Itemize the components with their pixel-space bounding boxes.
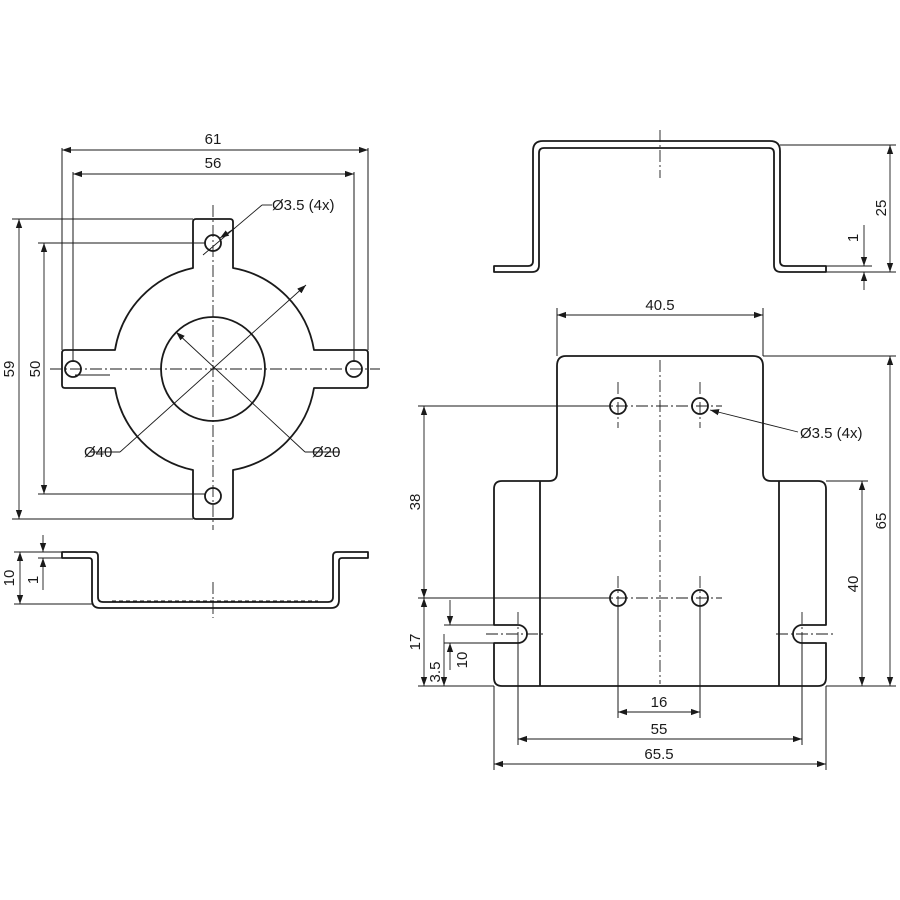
front-hole-leader-arrow [219, 227, 236, 239]
bracket-hole-leader [709, 409, 799, 433]
front-plate-view: Ø40 Ø20 Ø3.5 (4x) 61 56 59 50 [1, 131, 380, 530]
plate-height-label: 10 [1, 570, 18, 587]
bracket-side-view: 25 1 [493, 130, 896, 290]
dim-59-label: 59 [1, 361, 18, 378]
bracket-height-label: 25 [873, 200, 890, 217]
front-plate-outline [61, 218, 369, 520]
dim-17-label: 17 [407, 634, 424, 651]
outer-diameter-label: Ø40 [84, 444, 112, 461]
plate-side-view: 10 1 [1, 535, 369, 618]
plate-side-profile [61, 551, 369, 609]
bracket-top-view: Ø3.5 (4x) 40.5 65 40 38 17 10 3.5 [407, 297, 896, 770]
dim-65-5-label: 65.5 [644, 746, 673, 763]
inner-diameter-leader [175, 331, 306, 453]
front-hole-callout: Ø3.5 (4x) [272, 197, 335, 214]
dim-slot-10-label: 10 [454, 652, 471, 669]
outer-diameter-leader [119, 284, 307, 453]
bracket-thickness-label: 1 [845, 234, 862, 242]
bracket-hole-callout: Ø3.5 (4x) [800, 425, 863, 442]
dim-40-label: 40 [845, 576, 862, 593]
bracket-flat-outline [493, 355, 827, 687]
dim-16-label: 16 [651, 694, 668, 711]
dim-40-5-label: 40.5 [645, 297, 674, 314]
dim-50-label: 50 [27, 361, 44, 378]
dim-56-label: 56 [205, 155, 222, 172]
dim-3-5-label: 3.5 [427, 662, 444, 683]
dim-55-label: 55 [651, 721, 668, 738]
dim-65-label: 65 [873, 513, 890, 530]
plate-thickness-label: 1 [25, 576, 42, 584]
inner-diameter-label: Ø20 [312, 444, 340, 461]
dim-38-label: 38 [407, 494, 424, 511]
dim-61-label: 61 [205, 131, 222, 148]
